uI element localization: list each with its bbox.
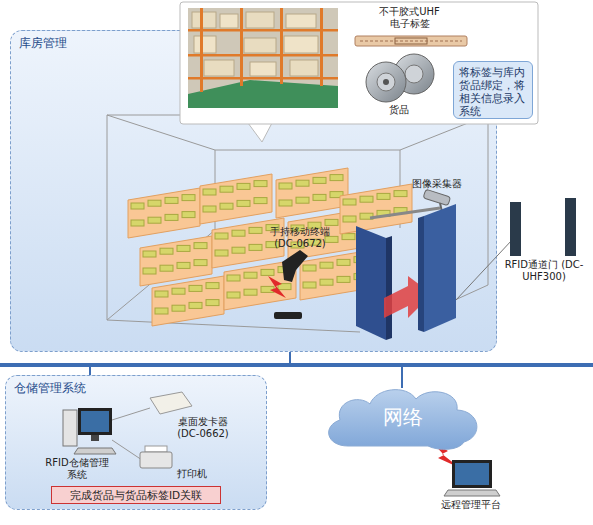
region-box: 仓储管理系统完成货品与货品标签ID关联 bbox=[5, 375, 267, 510]
device-label: 手持移动终端 (DC-0672) bbox=[260, 226, 340, 250]
photo-box bbox=[192, 12, 216, 28]
gate-tower bbox=[565, 198, 576, 256]
device-label: RFID仓储管理 系统 bbox=[40, 457, 114, 481]
device-label: RFID通道门 (DC-UHF300) bbox=[498, 259, 590, 283]
photo-box bbox=[246, 12, 274, 28]
outer-gate bbox=[510, 198, 576, 256]
remote-monitor bbox=[452, 460, 492, 488]
photo-box bbox=[286, 14, 316, 28]
remote-screen bbox=[455, 463, 489, 485]
device-label: 图像采集器 bbox=[402, 178, 472, 190]
device-label: 货品 bbox=[384, 104, 414, 116]
device-label: 打印机 bbox=[172, 468, 212, 480]
network-bus bbox=[0, 363, 593, 367]
gate-tower bbox=[510, 202, 521, 256]
bus-connector bbox=[90, 352, 290, 375]
device-label: 不干胶式UHF 电子标签 bbox=[372, 6, 447, 30]
device-label: 远程管理平台 bbox=[430, 499, 512, 511]
node-text: 将标签与库内货品绑定，将相关信息录入系统 bbox=[459, 66, 527, 118]
note-box: 将标签与库内货品绑定，将相关信息录入系统 bbox=[453, 61, 533, 119]
node-text: 库房管理 bbox=[19, 36, 67, 50]
node-text: 完成货品与货品标签ID关联 bbox=[52, 487, 220, 503]
node-text: 网络 bbox=[318, 405, 488, 429]
result-bar: 完成货品与货品标签ID关联 bbox=[51, 486, 221, 504]
photo-box bbox=[220, 14, 238, 28]
device-label: 桌面发卡器 (DC-0662) bbox=[166, 416, 240, 440]
node-text: 仓储管理系统 bbox=[14, 381, 86, 395]
remote-pc bbox=[444, 460, 500, 496]
remote-keyboard bbox=[444, 490, 500, 496]
bus-connector bbox=[290, 352, 402, 388]
region-box: 库房管理将标签与库内货品绑定，将相关信息录入系统 bbox=[10, 30, 497, 352]
network-cloud: 网络 bbox=[318, 380, 488, 455]
